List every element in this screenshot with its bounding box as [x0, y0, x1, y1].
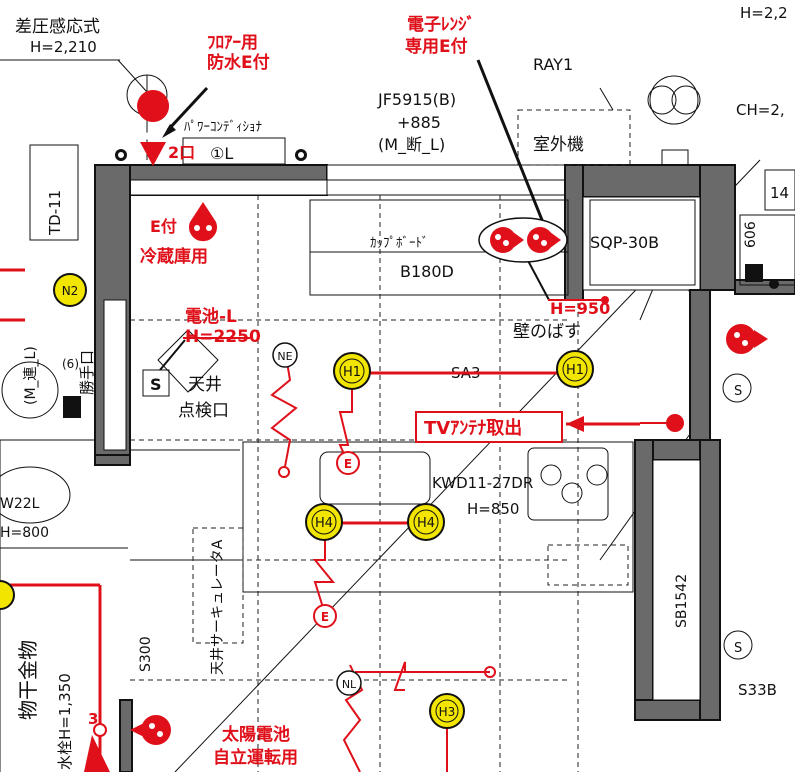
partial-fixture-left — [0, 580, 15, 610]
pin-solar-outlet — [130, 715, 171, 745]
fridge-e-annotation: E付 — [150, 217, 177, 236]
svg-text:E: E — [321, 610, 329, 624]
pin-fridge-outlet — [189, 202, 218, 242]
kwd-label: KWD11-27DR — [432, 474, 533, 492]
svg-text:NE: NE — [277, 350, 292, 363]
h3-fixture: H3 — [429, 693, 465, 729]
svg-text:NL: NL — [342, 678, 357, 691]
h3-label: H3 — [439, 705, 456, 719]
sqp30b-label: SQP-30B — [590, 233, 659, 252]
fridge-annotation: 冷蔵庫用 — [140, 246, 208, 267]
power-conditioner-label: ﾊﾟﾜｰｺﾝﾃﾞｨｼｮﾅ — [184, 120, 262, 135]
tv-antenna-annotation: TVｱﾝﾃﾅ取出 — [424, 417, 522, 439]
waterproof-annotation: 防水E付 — [207, 52, 270, 73]
solar-annotation: 太陽電池 — [222, 724, 290, 745]
red-terminal-3 — [93, 723, 107, 737]
walls — [94, 164, 795, 772]
box-1l-label: ①L — [210, 144, 233, 163]
pin-right-wall-outlet — [726, 324, 768, 354]
jf5915-label: JF5915(B) — [377, 90, 456, 109]
ceiling-label: 天井 — [188, 375, 222, 395]
s-right-lower-label: S — [734, 641, 742, 656]
ceiling-circulator-label: 天井サーキュレータA — [210, 539, 226, 675]
sb1542-label: SB1542 — [674, 574, 690, 628]
solar-standalone-annotation: 自立運転用 — [213, 747, 298, 768]
s33b-label: S33B — [738, 681, 777, 699]
s300-label: S300 — [138, 636, 154, 672]
battery-annotation: 電池-L — [185, 306, 237, 327]
n2-fixture: N2 — [53, 273, 87, 307]
inspection-label: 点検口 — [178, 401, 229, 421]
six-label: (6) — [62, 357, 79, 371]
pin-microwave-outlet — [478, 217, 568, 263]
h950-annotation: H=950 — [550, 299, 610, 318]
h1-right-label: H1 — [566, 363, 584, 378]
nl-symbol: NL — [336, 670, 362, 696]
outdoor-unit-label: 室外機 — [533, 135, 584, 155]
h4-right-fixture: H4 — [407, 503, 445, 541]
top-right-height: H=2,2 — [740, 4, 788, 22]
svg-text:E: E — [344, 457, 352, 471]
tv-outlet-dot — [666, 414, 684, 432]
h4-right-label: H4 — [417, 516, 435, 531]
h4-left-fixture: H4 — [305, 503, 343, 541]
m-ren-l-label: (M_連_L) — [23, 346, 39, 405]
dedicated-e-annotation: 専用E付 — [405, 36, 468, 57]
e-symbol-upper: E — [336, 451, 360, 475]
clothes-hanger-label: 物干金物 — [16, 640, 40, 720]
w22l-label: W22L — [0, 496, 40, 512]
fixtures — [0, 74, 795, 660]
red-terminal-1 — [278, 466, 290, 478]
flooring-annotation: ﾌﾛｱｰ用 — [207, 33, 258, 53]
h800-label: H=800 — [0, 525, 49, 541]
n2-label: N2 — [62, 284, 79, 298]
red-annotations: ﾌﾛｱｰ用 防水E付 2口 電子ﾚﾝｼﾞ 専用E付 E付 冷蔵庫用 電池-L H… — [140, 14, 610, 768]
red-triangle — [84, 735, 110, 772]
td11-label: TD-11 — [46, 190, 64, 236]
tv-antenna-callout: TVｱﾝﾃﾅ取出 — [415, 411, 563, 443]
pressure-sensor-height: H=2,210 — [30, 38, 97, 56]
e-symbol-lower: E — [313, 604, 337, 628]
kitchen-door-label: 勝手口 — [78, 350, 96, 395]
outlet-2-label: 2口 — [168, 143, 195, 162]
h1-right-fixture: H1 — [556, 350, 594, 388]
battery-height-annotation: H=2250 — [185, 327, 261, 347]
plus885-label: +885 — [397, 113, 441, 132]
faucet-label: 水栓H=1,350 — [56, 673, 74, 770]
b180d-label: B180D — [400, 262, 454, 281]
num14-label: 14 — [770, 184, 789, 202]
h850-label: H=850 — [467, 500, 519, 518]
light-fixtures: H1 H1 H4 H4 H3 N2 — [0, 273, 594, 729]
m-dan-l-label: (M_断_L) — [378, 135, 445, 155]
symbols: NE NL E E 3 — [84, 296, 684, 772]
s-right-label: S — [734, 384, 742, 399]
labels: 差圧感応式 H=2,210 H=2,2 ﾊﾟﾜｰｺﾝﾃﾞｨｼｮﾅ ①L JF59… — [0, 4, 789, 770]
outlet-pins — [130, 90, 768, 745]
pressure-sensor-label: 差圧感応式 — [15, 17, 100, 37]
h1-left-fixture: H1 — [333, 352, 371, 390]
wall-extend-label: 壁のばす — [513, 322, 581, 342]
num3-label: 3 — [88, 710, 98, 728]
ch-label: CH=2, — [736, 101, 785, 119]
microwave-annotation: 電子ﾚﾝｼﾞ — [407, 14, 475, 35]
s-plate-label: S — [150, 375, 162, 394]
pin-waterproof-outlet — [137, 90, 170, 166]
h1-left-label: H1 — [343, 365, 361, 380]
h4-left-label: H4 — [315, 516, 333, 531]
cupboard-label: ｶｯﾌﾟﾎﾞｰﾄﾞ — [370, 236, 429, 251]
num606-label: 606 — [743, 221, 759, 248]
ne-symbol: NE — [272, 342, 298, 368]
ray1-label: RAY1 — [533, 55, 573, 74]
red-terminal-2 — [601, 296, 609, 304]
